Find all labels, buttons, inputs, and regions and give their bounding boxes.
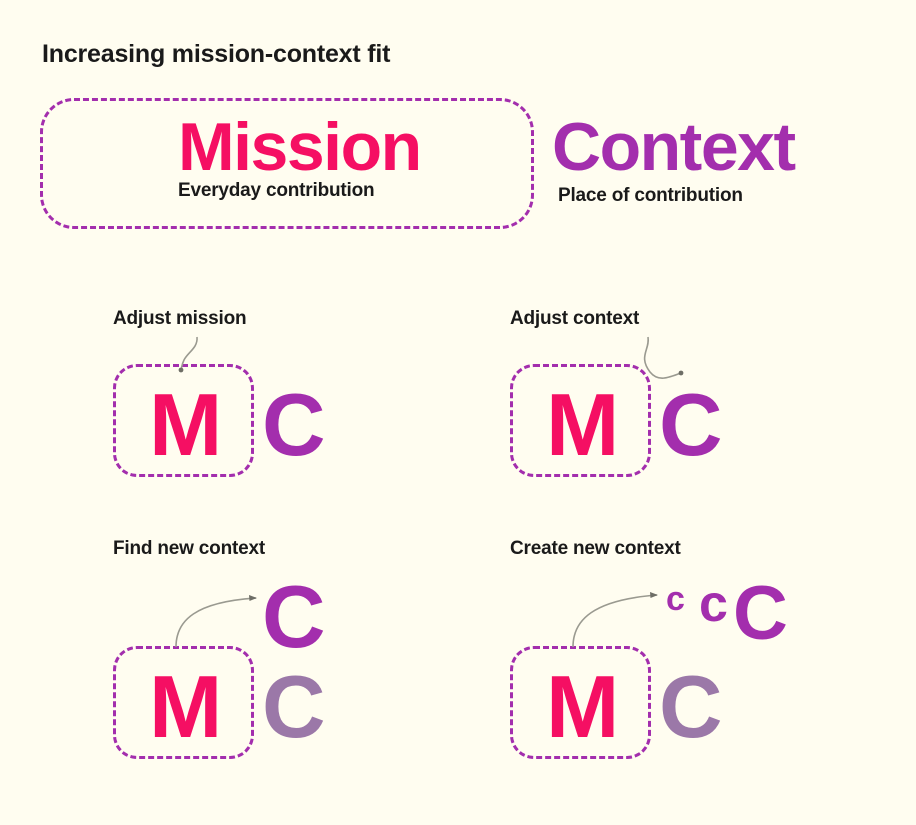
hero-mission-subtitle: Everyday contribution bbox=[178, 180, 375, 201]
quadrant-label-find-new-context: Find new context bbox=[113, 538, 265, 559]
page-title: Increasing mission-context fit bbox=[42, 40, 391, 68]
find-new-context-old-letter-c: C bbox=[262, 657, 326, 756]
create-new-context-letter-c-large: C bbox=[733, 571, 788, 656]
create-new-context-letter-m: M bbox=[546, 657, 620, 756]
mission-boundary-box bbox=[40, 98, 534, 229]
hero-context-subtitle: Place of contribution bbox=[558, 185, 743, 206]
quadrant-label-adjust-context: Adjust context bbox=[510, 308, 640, 329]
adjust-mission-letter-c: C bbox=[262, 375, 326, 474]
create-new-context-letter-c-medium: c bbox=[699, 575, 728, 633]
leader-arrowhead-create-new-context bbox=[650, 592, 658, 598]
adjust-context-letter-c: C bbox=[659, 375, 723, 474]
find-new-context-letter-m: M bbox=[149, 657, 223, 756]
adjust-context-letter-m: M bbox=[546, 375, 620, 474]
hero-mission-word: Mission bbox=[178, 109, 422, 185]
adjust-context-box bbox=[510, 364, 651, 477]
find-new-context-new-letter-c: C bbox=[262, 567, 326, 666]
create-new-context-letter-c-small: c bbox=[666, 580, 685, 618]
quadrant-label-adjust-mission: Adjust mission bbox=[113, 308, 247, 329]
hero-context-word: Context bbox=[552, 109, 796, 185]
create-new-context-box bbox=[510, 646, 651, 759]
leader-line-create-new-context bbox=[572, 594, 658, 648]
leader-line-find-new-context bbox=[175, 597, 257, 648]
quadrant-label-create-new-context: Create new context bbox=[510, 538, 681, 559]
create-new-context-old-letter-c: C bbox=[659, 657, 723, 756]
leader-line-adjust-context bbox=[643, 336, 682, 379]
leader-arrowhead-find-new-context bbox=[249, 595, 257, 601]
find-new-context-box bbox=[113, 646, 254, 759]
adjust-mission-letter-m: M bbox=[149, 375, 223, 474]
